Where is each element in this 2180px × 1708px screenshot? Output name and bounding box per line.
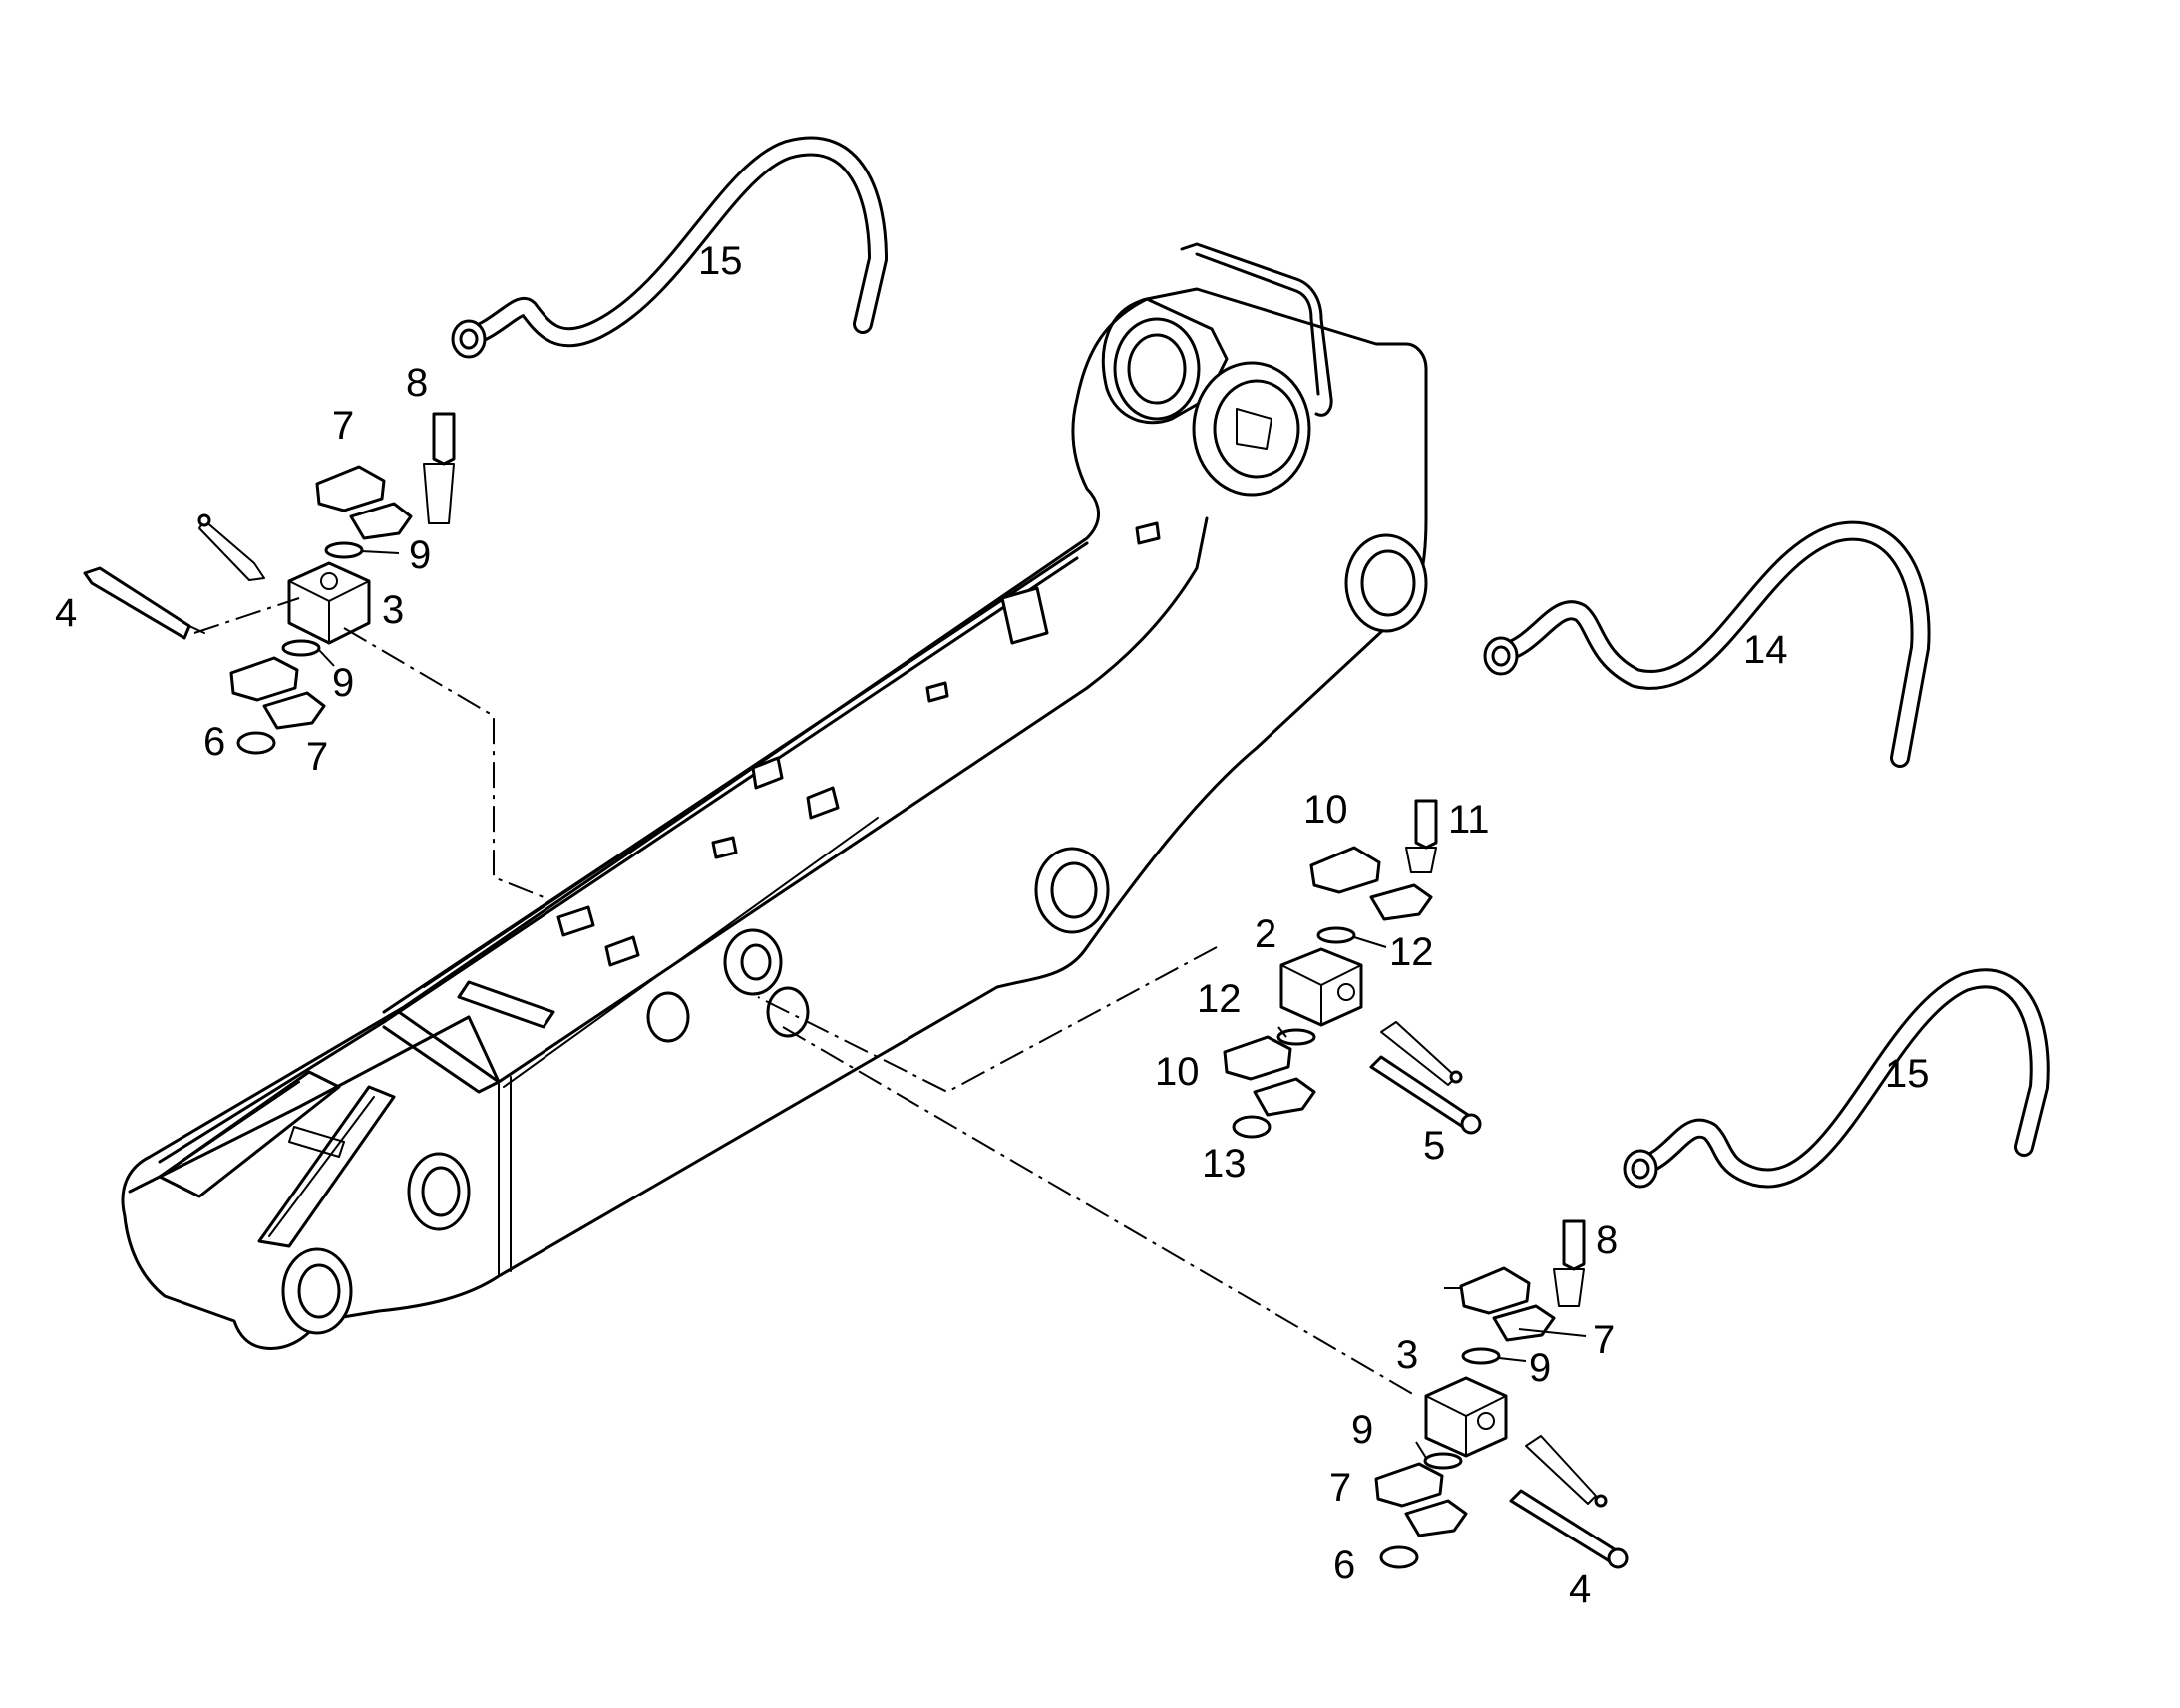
callout-5: 5 <box>1423 1124 1445 1168</box>
callout-4: 4 <box>55 591 77 635</box>
hose-14 <box>1483 520 1931 768</box>
callout-3: 3 <box>382 588 404 632</box>
callout-9: 9 <box>1529 1346 1551 1390</box>
hose-15-upper <box>451 136 888 359</box>
callout-6: 6 <box>1333 1543 1355 1587</box>
valve-group-right <box>1374 1219 1629 1569</box>
callout-13: 13 <box>1202 1142 1247 1186</box>
valve-group-middle <box>1223 799 1482 1139</box>
boom-arm <box>121 242 1428 1351</box>
leader-lines <box>318 550 1587 1459</box>
callout-10: 10 <box>1155 1050 1200 1094</box>
callout-15: 15 <box>1885 1052 1930 1096</box>
callout-3: 3 <box>1396 1333 1418 1377</box>
callout-9: 9 <box>332 661 354 705</box>
callout-9: 9 <box>1351 1408 1373 1452</box>
callout-7: 7 <box>1593 1318 1615 1362</box>
callout-8: 8 <box>1596 1218 1618 1262</box>
callout-7: 7 <box>332 404 354 448</box>
callout-10: 10 <box>1303 788 1348 832</box>
callout-11: 11 <box>1448 798 1490 842</box>
callout-7: 7 <box>306 735 328 779</box>
callout-labels: 15 8 7 9 4 3 9 6 7 14 10 11 2 12 12 10 5… <box>55 239 1930 1611</box>
callout-6: 6 <box>203 720 225 764</box>
callout-9: 9 <box>409 533 431 577</box>
callout-4: 4 <box>1569 1567 1591 1611</box>
callout-8: 8 <box>406 361 428 405</box>
hose-15-lower <box>1623 968 2050 1189</box>
callout-12: 12 <box>1389 930 1434 974</box>
callout-14: 14 <box>1743 628 1788 672</box>
center-lines <box>193 597 1417 1397</box>
callout-2: 2 <box>1255 912 1276 956</box>
callout-15: 15 <box>698 239 743 283</box>
callout-12: 12 <box>1197 977 1242 1021</box>
valve-group-left <box>83 412 456 755</box>
callout-7: 7 <box>1329 1466 1351 1510</box>
